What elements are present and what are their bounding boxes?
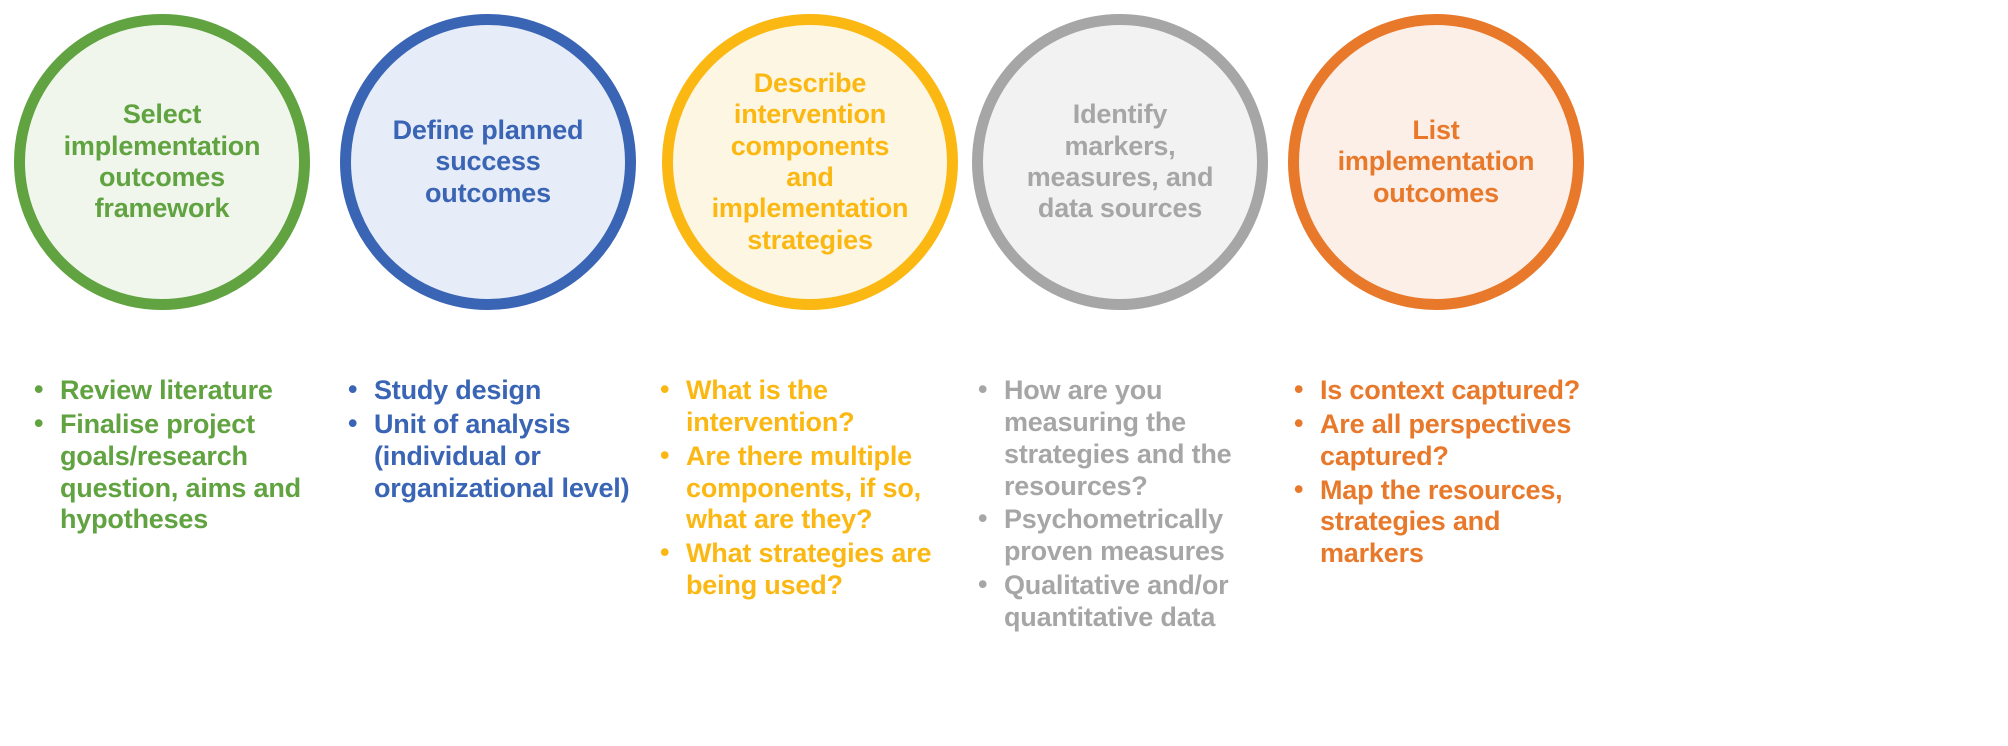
list-item: How are you measuring the strategies and… (972, 374, 1272, 502)
stage-bullet-list-list-implementation-outcomes: Is context captured?Are all perspectives… (1288, 374, 1598, 572)
list-item: Study design (342, 374, 642, 407)
list-item: Psychometrically proven measures (972, 503, 1272, 568)
list-item: Are there multiple components, if so, wh… (654, 440, 954, 537)
stage-bullet-list-describe-intervention-components-and-implementation-strategies: What is the intervention?Are there multi… (654, 374, 954, 604)
list-item: Unit of analysis (individual or organiza… (342, 408, 642, 505)
list-item: Finalise project goals/research question… (28, 408, 328, 536)
stage-title: Define planned success outcomes (392, 115, 584, 208)
stage-title: Describe intervention components and imp… (711, 68, 909, 255)
stage-circle-wrapper: Identify markers, measures, and data sou… (972, 14, 1268, 310)
list-item: Review literature (28, 374, 328, 407)
stage-title: Identify markers, measures, and data sou… (1026, 99, 1214, 224)
list-item: Qualitative and/or quantitative data (972, 569, 1272, 634)
stage-select-implementation-outcomes-framework: Select implementation outcomes framework… (14, 0, 344, 746)
stage-bullet-list-identify-markers-measures-and-data-sources: How are you measuring the strategies and… (972, 374, 1272, 636)
stage-title: List implementation outcomes (1337, 115, 1535, 208)
stage-circle-select-implementation-outcomes-framework[interactable]: Select implementation outcomes framework (14, 14, 310, 310)
stage-circle-define-planned-success-outcomes[interactable]: Define planned success outcomes (340, 14, 636, 310)
stage-bullet-list-define-planned-success-outcomes: Study designUnit of analysis (individual… (342, 374, 642, 506)
stage-circle-wrapper: Select implementation outcomes framework (14, 14, 310, 310)
list-item: What is the intervention? (654, 374, 954, 439)
stage-title: Select implementation outcomes framework (63, 99, 261, 224)
stage-circle-list-implementation-outcomes[interactable]: List implementation outcomes (1288, 14, 1584, 310)
stage-circle-wrapper: Describe intervention components and imp… (662, 14, 958, 310)
list-item: Is context captured? (1288, 374, 1598, 407)
stage-circle-describe-intervention-components-and-implementation-strategies[interactable]: Describe intervention components and imp… (662, 14, 958, 310)
stage-circle-wrapper: List implementation outcomes (1288, 14, 1584, 310)
stage-describe-intervention-components-and-implementation-strategies: Describe intervention components and imp… (660, 0, 992, 746)
list-item: Are all perspectives captured? (1288, 408, 1598, 473)
stage-list-implementation-outcomes: List implementation outcomes Is context c… (1288, 0, 1618, 746)
stage-circle-identify-markers-measures-and-data-sources[interactable]: Identify markers, measures, and data sou… (972, 14, 1268, 310)
stage-bullet-list-select-implementation-outcomes-framework: Review literatureFinalise project goals/… (28, 374, 328, 538)
list-item: What strategies are being used? (654, 537, 954, 602)
stage-identify-markers-measures-and-data-sources: Identify markers, measures, and data sou… (972, 0, 1302, 746)
list-item: Map the resources, strategies and marker… (1288, 474, 1598, 571)
stage-define-planned-success-outcomes: Define planned success outcomesStudy des… (340, 0, 670, 746)
stage-circle-wrapper: Define planned success outcomes (340, 14, 636, 310)
